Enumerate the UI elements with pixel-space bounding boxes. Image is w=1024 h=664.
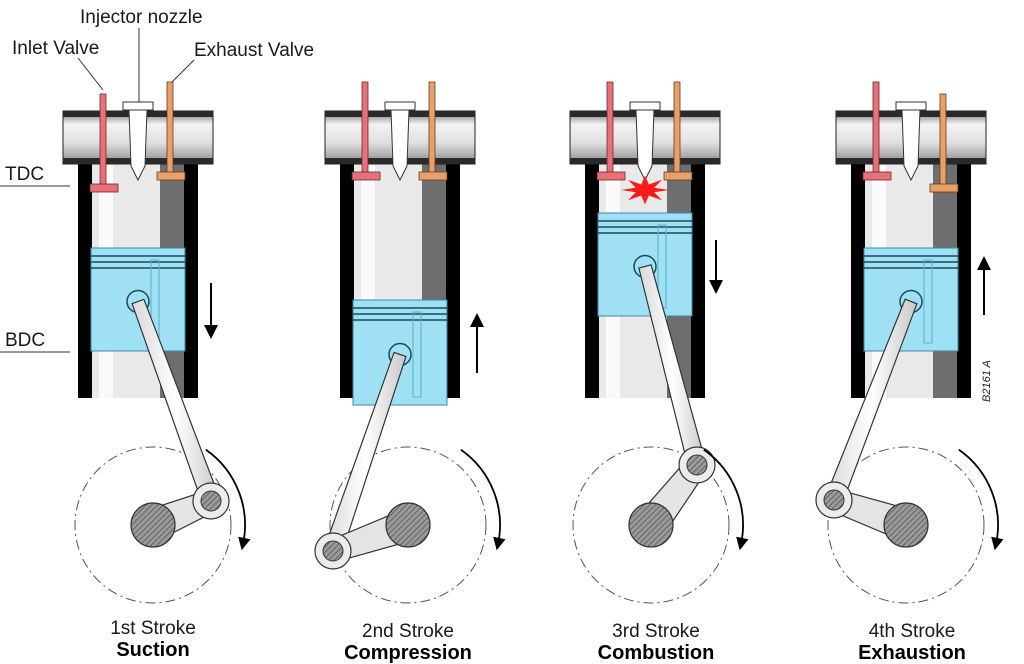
inlet-valve-label: Inlet Valve [12, 38, 99, 59]
piston-pin-boss [412, 311, 422, 398]
exhaust-valve-stem [428, 81, 436, 175]
crank-pin [823, 489, 845, 511]
inlet-valve-head [351, 171, 381, 181]
inlet-leader-line [77, 57, 104, 91]
injector-cap [629, 101, 661, 111]
engine-stroke-3 [569, 81, 749, 604]
cylinder-wall-right [446, 163, 460, 398]
crankshaft [883, 502, 929, 548]
rotation-arrow [460, 448, 506, 551]
exhaust-valve-head [929, 183, 959, 193]
cylinder-wall-right [957, 163, 971, 398]
injector-nozzle [128, 109, 148, 182]
engine-stroke-2 [314, 81, 506, 604]
injector-cap [122, 101, 154, 111]
stroke-4-number: 4th Stroke [869, 621, 956, 642]
bdc-label: BDC [5, 330, 45, 351]
injector-nozzle [635, 109, 655, 182]
stroke-1-number: 1st Stroke [110, 618, 196, 639]
cylinder-wall-left [78, 163, 92, 398]
crank-pin [200, 490, 222, 512]
cylinder-wall-left [340, 163, 354, 398]
exhaust-valve-stem [673, 81, 681, 175]
cylinder-wall-right [691, 163, 705, 398]
crank-path-circle [74, 446, 232, 604]
inlet-valve-head [862, 171, 892, 181]
injector-nozzle [390, 109, 410, 182]
exhaust-valve-label: Exhaust Valve [194, 40, 314, 61]
exhaust-valve-head [663, 171, 693, 181]
rotation-arrow [205, 448, 251, 551]
inlet-valve-stem [872, 81, 880, 175]
inlet-valve-stem [361, 81, 369, 175]
crank-path-circle [329, 446, 487, 604]
injector-nozzle-label: Injector nozzle [80, 7, 203, 28]
exhaust-valve-head [156, 171, 186, 181]
stroke-3-name: Combustion [598, 642, 715, 664]
inlet-valve-stem [606, 81, 614, 175]
exhaust-valve-head [418, 171, 448, 181]
inlet-valve-head [89, 183, 119, 193]
rotation-arrow [958, 448, 1004, 551]
injector-cap [895, 101, 927, 111]
piston-pin-boss [923, 259, 933, 344]
figure-code: B2161 A [981, 360, 993, 402]
cylinder-wall-left [851, 163, 865, 398]
cylinder-wall-left [585, 163, 599, 398]
crank-pin [322, 540, 344, 562]
exhaust-valve-stem [939, 93, 947, 187]
piston [863, 247, 959, 352]
stroke-1-name: Suction [116, 639, 189, 661]
crankshaft [130, 502, 176, 548]
cylinder-wall-right [184, 163, 198, 398]
rotation-arrow [703, 448, 749, 551]
stroke-3-number: 3rd Stroke [612, 621, 700, 642]
exhaust-valve-stem [166, 81, 174, 175]
stroke-2-name: Compression [344, 642, 472, 664]
inlet-valve-head [596, 171, 626, 181]
exhaust-leader-line [171, 59, 195, 83]
stroke-2-number: 2nd Stroke [362, 621, 454, 642]
injector-nozzle [901, 109, 921, 182]
tdc-label: TDC [5, 164, 44, 185]
engine-stroke-1 [62, 81, 251, 604]
crank-path-circle [827, 446, 985, 604]
crank-path-circle [572, 446, 730, 604]
crankshaft [628, 502, 674, 548]
injector-cap [384, 101, 416, 111]
engine-stroke-4 [815, 81, 1004, 604]
crank-pin [686, 454, 708, 476]
stroke-4-name: Exhaustion [858, 642, 966, 664]
combustion-flame [621, 175, 669, 205]
inlet-valve-stem [99, 93, 107, 187]
crankshaft [385, 502, 431, 548]
